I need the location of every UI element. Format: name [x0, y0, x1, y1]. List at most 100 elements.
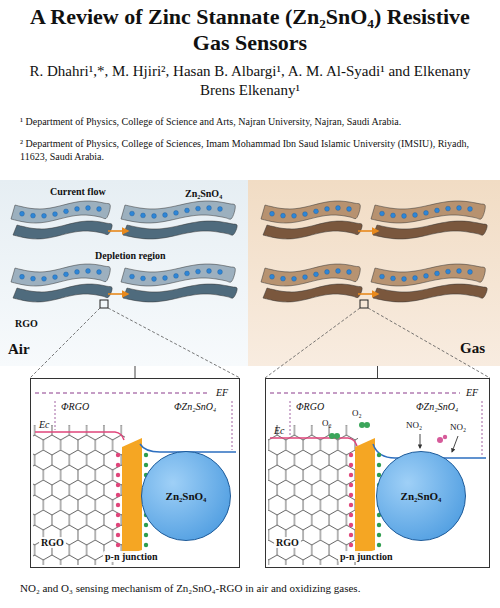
- panel-label: NO₂: [450, 423, 466, 433]
- particle-dot: [446, 206, 451, 211]
- junction-box: EFΦRGOΦZn₂SnO₄EcO₂O₂NO₂NO₂RGOp-n junctio…: [265, 378, 490, 568]
- current-arrow: [358, 293, 378, 295]
- hole-charge: [349, 473, 353, 477]
- panel-label: Current flow: [50, 186, 106, 197]
- panel-label: EF: [466, 387, 478, 398]
- particle-dot: [130, 274, 135, 279]
- electron-charge: [144, 453, 148, 457]
- gas-panel: Gas: [248, 180, 500, 366]
- zoom-square: [360, 300, 368, 308]
- particle-dot: [270, 211, 275, 216]
- particle-dot: [303, 275, 308, 280]
- rgo-sheet: [263, 221, 362, 239]
- electron-charge: [377, 453, 381, 457]
- adsorption-arrow: [452, 436, 458, 452]
- electron-charge: [144, 543, 148, 547]
- particle-dot: [435, 208, 440, 213]
- particle-dot: [292, 276, 297, 281]
- particle-dot: [174, 211, 179, 216]
- hole-charge: [116, 463, 120, 467]
- particle-dot: [325, 207, 330, 212]
- particle-dot: [196, 269, 201, 274]
- particle-dot: [457, 206, 462, 211]
- work-function-line: [290, 401, 291, 436]
- particle-dot: [402, 214, 407, 219]
- graphene-lattice: [268, 425, 358, 565]
- particle-dot: [97, 270, 102, 275]
- particle-dot: [380, 211, 385, 216]
- paper-title: A Review of Zinc Stannate (Zn₂SnO₄) Resi…: [15, 4, 485, 56]
- hole-charge: [349, 493, 353, 497]
- particle-dot: [314, 272, 319, 277]
- panel-ground: [30, 378, 240, 568]
- particle-dot: [336, 269, 341, 274]
- air-background: [0, 180, 248, 366]
- particle-dot: [391, 213, 396, 218]
- affiliation: ² Department of Physics, College of Scie…: [20, 138, 480, 163]
- junction-layer: [355, 438, 375, 556]
- particle-dot: [207, 269, 212, 274]
- hole-charge: [116, 493, 120, 497]
- panel-label: RGO: [39, 537, 66, 548]
- hole-charge: [116, 473, 120, 477]
- particle-dot: [457, 269, 462, 274]
- hole-charge: [349, 463, 353, 467]
- zn2sno4-sheet: [371, 201, 485, 223]
- particle-dot: [303, 212, 308, 217]
- fermi-level: [35, 393, 210, 394]
- air-panel: Current flowZn₂SnO₄Depletion regionRGOAi…: [0, 180, 248, 366]
- particle-label: Zn₂SnO₄: [166, 490, 207, 502]
- graphene-lattice: [33, 425, 125, 565]
- zoom-connector: [135, 366, 136, 378]
- particle-dot: [281, 276, 286, 281]
- panel-label: EF: [216, 387, 228, 398]
- particle-dot: [468, 207, 473, 212]
- rgo-sheet: [373, 221, 487, 239]
- particle-dot: [141, 276, 146, 281]
- particle-dot: [163, 276, 168, 281]
- panel-label: Zn₂SnO₄: [185, 188, 222, 199]
- particle-dot: [185, 271, 190, 276]
- panel-label: O₂: [322, 419, 332, 429]
- particle-dot: [64, 209, 69, 214]
- panel-label: ΦRGO: [296, 401, 324, 412]
- particle-label: Zn₂SnO₄: [401, 490, 442, 502]
- particle-dot: [347, 270, 352, 275]
- zn2sno4-sheet: [11, 264, 110, 286]
- panel-label: Ec: [39, 419, 50, 430]
- zn2sno4-particle: Zn₂SnO₄: [141, 451, 231, 541]
- particle-dot: [435, 271, 440, 276]
- particle-dot: [380, 274, 385, 279]
- particle-dot: [314, 209, 319, 214]
- particle-dot: [468, 270, 473, 275]
- rgo-sheet: [263, 284, 362, 302]
- electron-charge: [377, 463, 381, 467]
- panel-label: Depletion region: [95, 250, 166, 261]
- figure-caption: NO₂ and O₃ sensing mechanism of Zn₂SnO₄-…: [20, 582, 490, 595]
- hole-charge: [116, 503, 120, 507]
- panel-label: ΦRGO: [61, 401, 89, 412]
- zoom-line: [368, 308, 490, 378]
- particle-dot: [86, 206, 91, 211]
- particle-dot: [185, 208, 190, 213]
- junction-box: EF ΦRGO ΦZn₂SnO₄ EcRGO p-n junction Zn₂SnO₄: [30, 378, 240, 568]
- zn2sno4-sheet: [121, 264, 235, 286]
- electron-charge: [377, 543, 381, 547]
- panel-label: p-n junction: [103, 551, 160, 562]
- affiliation: ¹ Department of Physics, College of Scie…: [20, 116, 480, 129]
- particle-dot: [174, 274, 179, 279]
- rgo-sheet: [13, 221, 112, 239]
- hole-charge: [116, 483, 120, 487]
- panel-label: Gas: [460, 340, 485, 357]
- adsorption-arrow: [420, 434, 421, 448]
- band-edge: [35, 432, 124, 440]
- panel-label: ΦZn₂SnO₄: [174, 401, 216, 412]
- sheets: [11, 201, 487, 302]
- particle-dot: [64, 272, 69, 277]
- work-function-line: [232, 401, 233, 450]
- current-arrow: [108, 230, 128, 232]
- particle-dot: [141, 213, 146, 218]
- hole-charge: [116, 533, 120, 537]
- particle-dot: [413, 213, 418, 218]
- hole-charge: [349, 543, 353, 547]
